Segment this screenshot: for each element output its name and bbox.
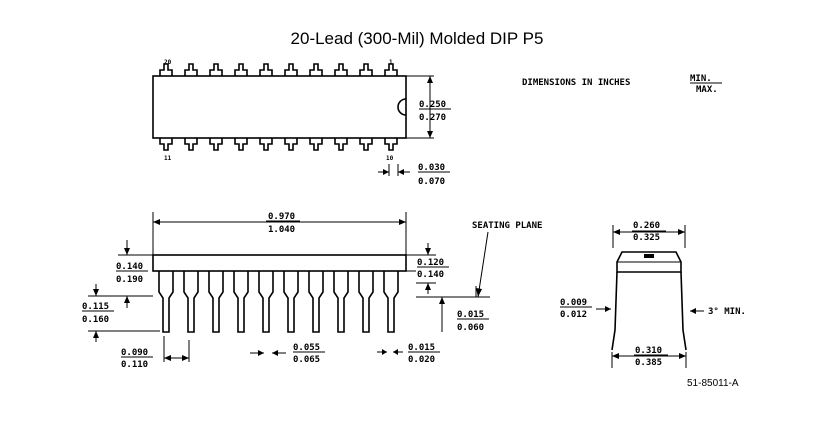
top-lead-min: 0.030 [418,163,445,173]
top-lead-upper [384,63,398,76]
top-lead-lower [309,138,323,151]
pin-label-20: 20 [164,59,172,66]
lead-thick-max: 0.020 [408,355,435,365]
package-body-side [152,254,407,272]
side-lead [208,271,224,333]
lead-pitch-max: 0.110 [121,360,148,370]
side-view: 0.970 1.040 0.140 0.190 0.115 0.160 [82,212,542,370]
lead-width-max: 0.065 [293,355,320,365]
side-lead [158,271,174,333]
side-lead [333,271,349,333]
standoff-min: 0.120 [417,258,444,268]
side-lead [233,271,249,333]
lead-length-min: 0.115 [82,302,109,312]
side-lead [308,271,324,333]
legend-text: DIMENSIONS IN INCHES [522,78,630,88]
seating-plane-label: SEATING PLANE [472,221,542,231]
drawing-number: 51-85011-A [687,378,739,389]
top-lead-upper [259,63,273,76]
top-width-min: 0.250 [419,100,446,110]
side-lead [183,271,199,333]
top-lead-lower [359,138,373,151]
end-top-max: 0.325 [633,233,660,243]
top-lead-upper [159,63,173,76]
pin1-notch [397,98,407,116]
lead-offset-min: 0.009 [560,298,587,308]
top-lead-upper [234,63,248,76]
top-leads-lower [159,138,398,151]
side-lead [258,271,274,333]
top-lead-lower [234,138,248,151]
top-lead-lower [284,138,298,151]
package-body-top [152,75,407,139]
top-lead-upper [309,63,323,76]
side-lead [383,271,399,333]
pin-label-11: 11 [164,155,172,162]
top-width-max: 0.270 [419,113,446,123]
legend-max: MAX. [696,85,718,95]
seating-offset-min: 0.015 [457,310,484,320]
end-view: 0.260 0.325 0.009 0.012 3° MIN. 0.310 0.… [560,221,746,368]
top-lead-lower [209,138,223,151]
body-height-max: 0.190 [116,275,143,285]
top-lead-lower [334,138,348,151]
pin-label-1: 1 [389,59,393,66]
side-lead [358,271,374,333]
top-leads-upper [159,63,398,76]
side-leads [158,271,399,333]
top-lead-max: 0.070 [418,177,445,187]
end-lead-left [611,271,618,351]
side-lead [283,271,299,333]
lead-offset-max: 0.012 [560,310,587,320]
top-lead-upper [334,63,348,76]
end-bottom-min: 0.310 [635,346,662,356]
legend-min: MIN. [690,74,712,84]
end-bottom-max: 0.385 [635,358,662,368]
angle-label: 3° MIN. [708,307,746,317]
top-lead-lower [384,138,398,151]
body-height-min: 0.140 [116,262,143,272]
pin-label-10: 10 [386,155,394,162]
lead-pitch-min: 0.090 [121,348,148,358]
lead-length-max: 0.160 [82,315,109,325]
top-view: 20 1 11 10 0.250 0.270 0.030 0.070 [152,59,451,187]
diagram-title: 20-Lead (300-Mil) Molded DIP P5 [291,29,544,48]
top-lead-upper [359,63,373,76]
top-lead-upper [209,63,223,76]
end-lead-right [680,271,687,351]
side-length-max: 1.040 [268,225,295,235]
standoff-max: 0.140 [417,270,444,280]
lead-width-min: 0.055 [293,343,320,353]
top-lead-upper [284,63,298,76]
top-lead-lower [259,138,273,151]
end-top-min: 0.260 [633,221,660,231]
top-lead-lower [159,138,173,151]
units-legend: DIMENSIONS IN INCHES MIN. MAX. [522,74,722,95]
top-lead-upper [184,63,198,76]
top-lead-lower [184,138,198,151]
side-length-min: 0.970 [268,212,295,222]
seating-offset-max: 0.060 [457,323,484,333]
lead-thick-min: 0.015 [408,343,435,353]
